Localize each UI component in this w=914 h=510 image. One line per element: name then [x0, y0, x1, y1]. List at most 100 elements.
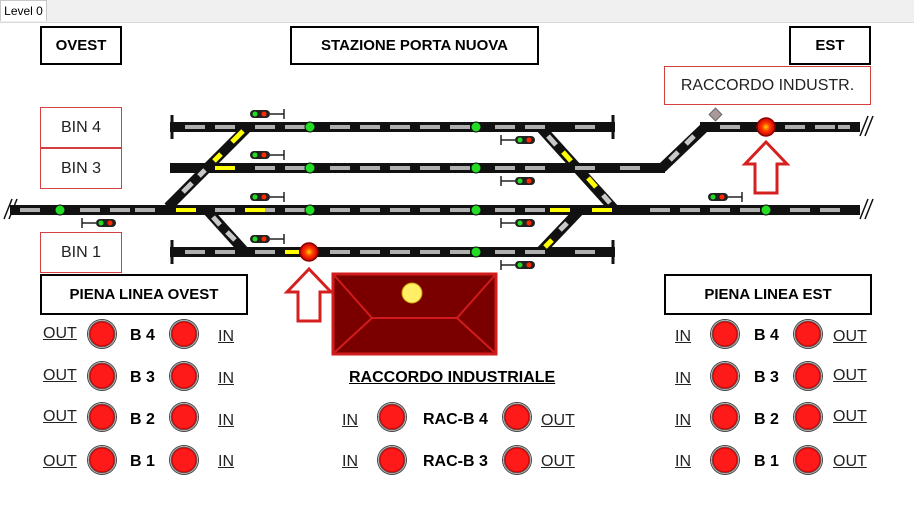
- track-segment: [176, 208, 196, 212]
- west-b4-out[interactable]: OUT: [43, 325, 77, 342]
- occupied-lamp-bin-1: [299, 242, 319, 262]
- warehouse-icon[interactable]: [331, 272, 498, 356]
- track-segment: [360, 125, 380, 129]
- rac-b3-in[interactable]: IN: [342, 453, 358, 470]
- track-segment: [710, 208, 730, 212]
- buffer-stops: [170, 115, 615, 264]
- east-b2-out[interactable]: OUT: [833, 408, 867, 425]
- track-segment: [575, 125, 595, 129]
- track-segment: [790, 208, 810, 212]
- east-label: EST: [789, 26, 871, 65]
- station-title: STAZIONE PORTA NUOVA: [290, 26, 539, 65]
- track-segment: [495, 250, 515, 254]
- west-b3-out[interactable]: OUT: [43, 367, 77, 384]
- track-segment: [215, 208, 235, 212]
- east-b4-in[interactable]: IN: [675, 328, 691, 345]
- east-b4-out-button[interactable]: [794, 320, 822, 348]
- east-b3-out-button[interactable]: [794, 362, 822, 390]
- track-segment: [450, 125, 470, 129]
- west-b3-in[interactable]: IN: [218, 370, 234, 387]
- west-b2-out-button[interactable]: [88, 403, 116, 431]
- track-circuit-indicators: [54, 121, 772, 258]
- west-line-title: PIENA LINEA OVEST: [40, 274, 248, 315]
- siding-label: RACCORDO INDUSTR.: [664, 66, 871, 105]
- track-segment: [450, 166, 470, 170]
- west-b1-in-button[interactable]: [170, 446, 198, 474]
- track-segment: [360, 250, 380, 254]
- track-segment: [720, 125, 740, 129]
- west-b2-out[interactable]: OUT: [43, 408, 77, 425]
- track-segments: [20, 125, 850, 254]
- track-segment: [110, 208, 130, 212]
- track-segment: [525, 166, 545, 170]
- track-segment: [330, 166, 350, 170]
- rac-b3-in-button[interactable]: [378, 446, 406, 474]
- east-b4-out[interactable]: OUT: [833, 328, 867, 345]
- track-segment: [255, 166, 275, 170]
- track-segment: [820, 208, 840, 212]
- west-label: OVEST: [40, 26, 122, 65]
- active-switch-segments: [212, 129, 598, 249]
- east-b2-label: B 2: [754, 411, 779, 428]
- west-b4-in[interactable]: IN: [218, 328, 234, 345]
- track-segment: [420, 208, 440, 212]
- tab-level-0[interactable]: Level 0: [0, 0, 47, 21]
- east-b4-in-button[interactable]: [711, 320, 739, 348]
- west-b2-in[interactable]: IN: [218, 412, 234, 429]
- rac-b4-in[interactable]: IN: [342, 412, 358, 429]
- track-segment: [330, 125, 350, 129]
- track-segment: [215, 166, 235, 170]
- east-b1-out[interactable]: OUT: [833, 453, 867, 470]
- track-segment: [20, 208, 40, 212]
- tab-bar: Level 0: [0, 0, 914, 23]
- track-segment: [255, 250, 275, 254]
- track-segment: [815, 125, 835, 129]
- east-b2-in[interactable]: IN: [675, 412, 691, 429]
- east-line-title: PIENA LINEA EST: [664, 274, 872, 315]
- track-segment: [620, 166, 640, 170]
- track-segment: [285, 125, 305, 129]
- west-b3-in-button[interactable]: [170, 362, 198, 390]
- arrow-up-icon: [283, 266, 335, 323]
- rac-b3-out[interactable]: OUT: [541, 453, 575, 470]
- west-b1-out[interactable]: OUT: [43, 453, 77, 470]
- rac-b3-out-button[interactable]: [503, 446, 531, 474]
- east-b2-in-button[interactable]: [711, 403, 739, 431]
- track-segment: [420, 125, 440, 129]
- west-b3-out-button[interactable]: [88, 362, 116, 390]
- track-segment: [495, 166, 515, 170]
- rac-b4-out-button[interactable]: [503, 403, 531, 431]
- track-segment: [255, 125, 275, 129]
- east-b1-in[interactable]: IN: [675, 453, 691, 470]
- west-b4-in-button[interactable]: [170, 320, 198, 348]
- track-segment: [785, 125, 805, 129]
- rac-b4-out[interactable]: OUT: [541, 412, 575, 429]
- signal-icon: [500, 218, 535, 228]
- track-segment: [575, 250, 595, 254]
- rac-b4-in-button[interactable]: [378, 403, 406, 431]
- track-segment: [360, 166, 380, 170]
- west-b1-in[interactable]: IN: [218, 453, 234, 470]
- east-b3-out[interactable]: OUT: [833, 367, 867, 384]
- track-segment: [390, 166, 410, 170]
- track-segment: [215, 125, 235, 129]
- west-b1-out-button[interactable]: [88, 446, 116, 474]
- track-segment: [420, 166, 440, 170]
- continuation-marks: [3, 115, 874, 220]
- east-b3-in[interactable]: IN: [675, 370, 691, 387]
- east-b3-in-button[interactable]: [711, 362, 739, 390]
- track-segment: [450, 208, 470, 212]
- east-b1-out-button[interactable]: [794, 446, 822, 474]
- west-b4-out-button[interactable]: [88, 320, 116, 348]
- west-b4-label: B 4: [130, 327, 155, 344]
- east-b1-in-button[interactable]: [711, 446, 739, 474]
- track-segment: [495, 125, 515, 129]
- bin-3-label: BIN 3: [40, 148, 122, 189]
- east-b2-out-button[interactable]: [794, 403, 822, 431]
- west-b2-in-button[interactable]: [170, 403, 198, 431]
- west-b1-label: B 1: [130, 453, 155, 470]
- track-segment: [135, 208, 155, 212]
- track-segment: [575, 166, 595, 170]
- signal-icon: [250, 234, 285, 244]
